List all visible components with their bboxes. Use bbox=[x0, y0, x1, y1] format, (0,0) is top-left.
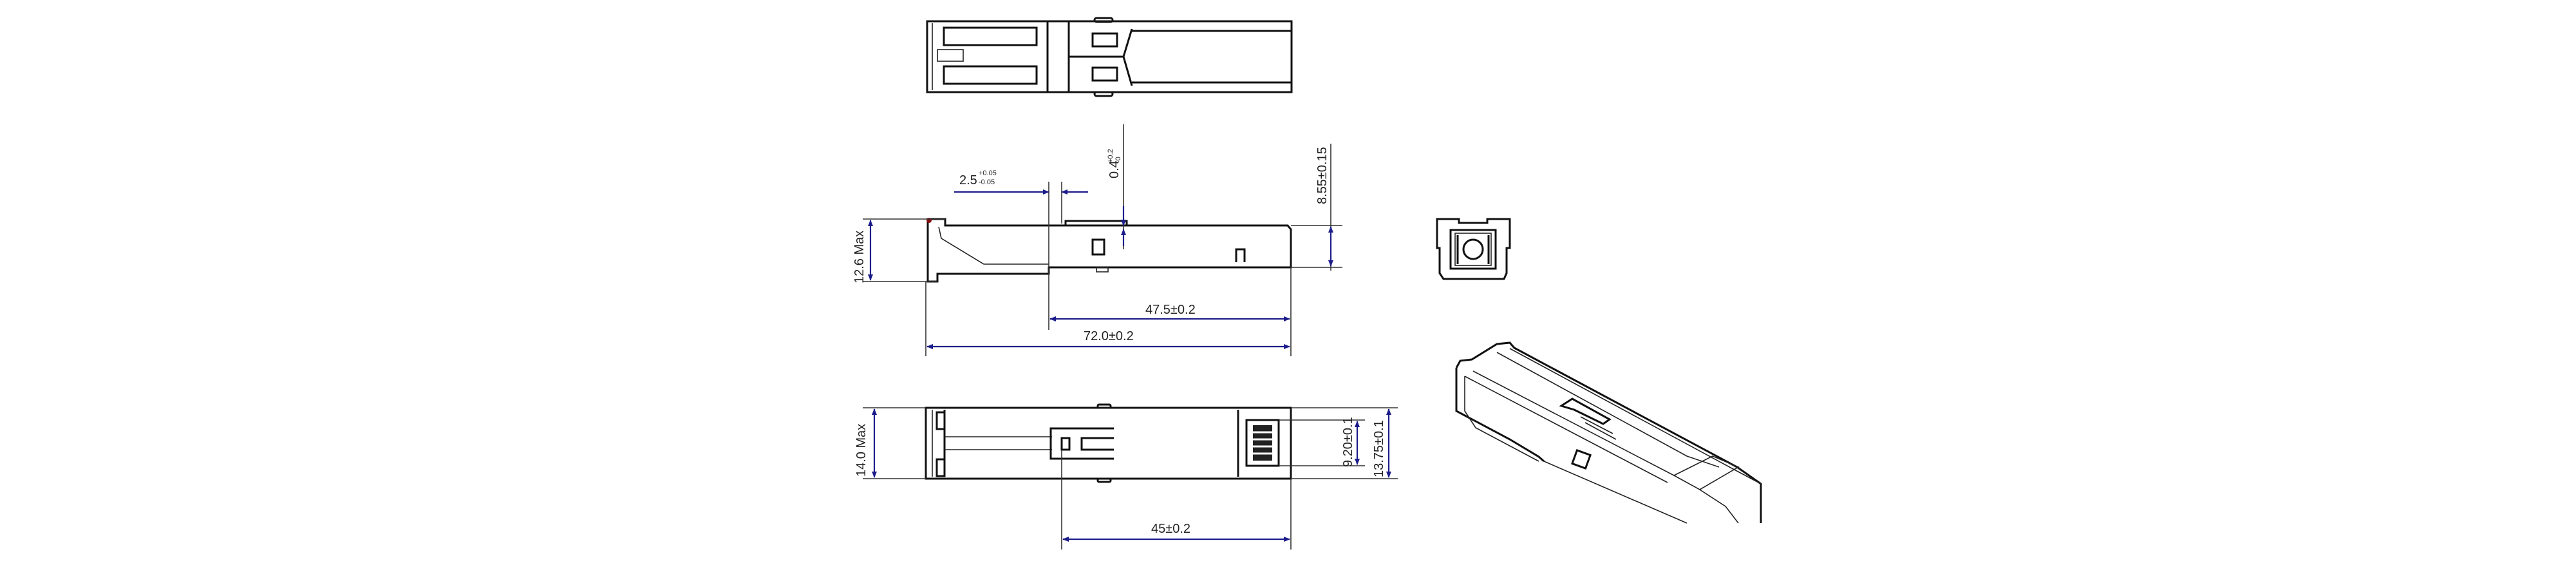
body-height-label: 8.55±0.15 bbox=[1315, 147, 1330, 204]
connector-pins bbox=[1253, 425, 1272, 461]
side-notch bbox=[1235, 248, 1246, 262]
latch-tab bbox=[1064, 220, 1128, 227]
latch-outline bbox=[1049, 427, 1114, 460]
optical-port-icon bbox=[1462, 238, 1484, 260]
iso-window bbox=[1570, 448, 1592, 470]
latch-offset-tol-upper: +0.2 bbox=[1107, 149, 1114, 163]
side-view: 2.5 +0.05 -0.05 0.4 +0.2 -0 8.55±0.15 47… bbox=[852, 124, 1342, 356]
body-width-label: 13.75±0.1 bbox=[1372, 420, 1386, 477]
isometric-view bbox=[1455, 341, 1762, 524]
latch-offset-tol-lower: -0 bbox=[1114, 157, 1122, 163]
end-view-outline bbox=[1436, 218, 1511, 280]
top-view bbox=[926, 17, 1293, 97]
top-window-upper bbox=[943, 26, 1038, 46]
latch-slot-upper bbox=[1091, 32, 1118, 48]
flange-gap-tol-upper: +0.05 bbox=[979, 169, 997, 177]
bottom-view-outline bbox=[925, 407, 1292, 480]
overall-length-label: 72.0±0.2 bbox=[1084, 329, 1134, 343]
latch-window bbox=[1091, 238, 1105, 256]
body-length-label: 47.5±0.2 bbox=[1145, 303, 1196, 317]
iso-latch bbox=[1559, 397, 1612, 425]
bottom-view: 45±0.2 14.0 Max 9.20±0.1 13.75±0.1 bbox=[854, 403, 1398, 550]
connector-width-label: 9.20±0.1 bbox=[1341, 417, 1355, 467]
flange-gap-tol-lower: -0.05 bbox=[979, 178, 995, 186]
end-view bbox=[1436, 218, 1511, 280]
latch-to-end-label: 45±0.2 bbox=[1151, 522, 1190, 536]
latch-offset-label: 0.4 bbox=[1107, 160, 1122, 178]
top-window-lower bbox=[943, 65, 1038, 85]
flange-gap-label: 2.5 bbox=[959, 173, 977, 187]
max-width-label: 14.0 Max bbox=[854, 424, 869, 477]
latch-slot-lower bbox=[1091, 66, 1118, 82]
max-height-label: 12.6 Max bbox=[852, 231, 867, 283]
connector-receptacle bbox=[1245, 419, 1280, 467]
